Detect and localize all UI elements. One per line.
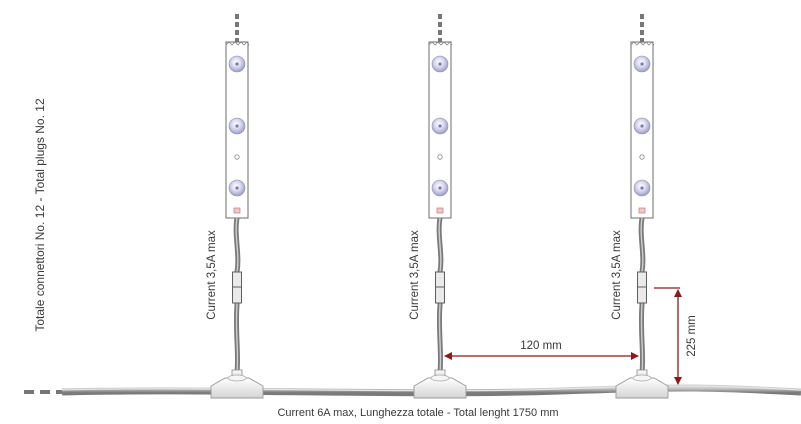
dimension-vertical-label: 225 mm <box>686 315 698 357</box>
current-label-2: Current 3,5A max <box>409 230 421 320</box>
led-module-2: Current 3,5A max <box>409 14 467 399</box>
led-module-1: Current 3,5A max <box>206 14 264 399</box>
dimension-vertical <box>654 287 682 385</box>
current-label-3: Current 3,5A max <box>611 230 623 320</box>
led-module-3: Current 3,5A max <box>611 14 669 399</box>
current-label-1: Current 3,5A max <box>206 230 218 320</box>
bottom-label: Current 6A max, Lunghezza totale - Total… <box>277 407 558 419</box>
dimension-horizontal-label: 120 mm <box>520 340 562 352</box>
main-cable <box>24 384 801 397</box>
side-label: Totale connettori No. 12 - Total plugs N… <box>33 98 47 332</box>
